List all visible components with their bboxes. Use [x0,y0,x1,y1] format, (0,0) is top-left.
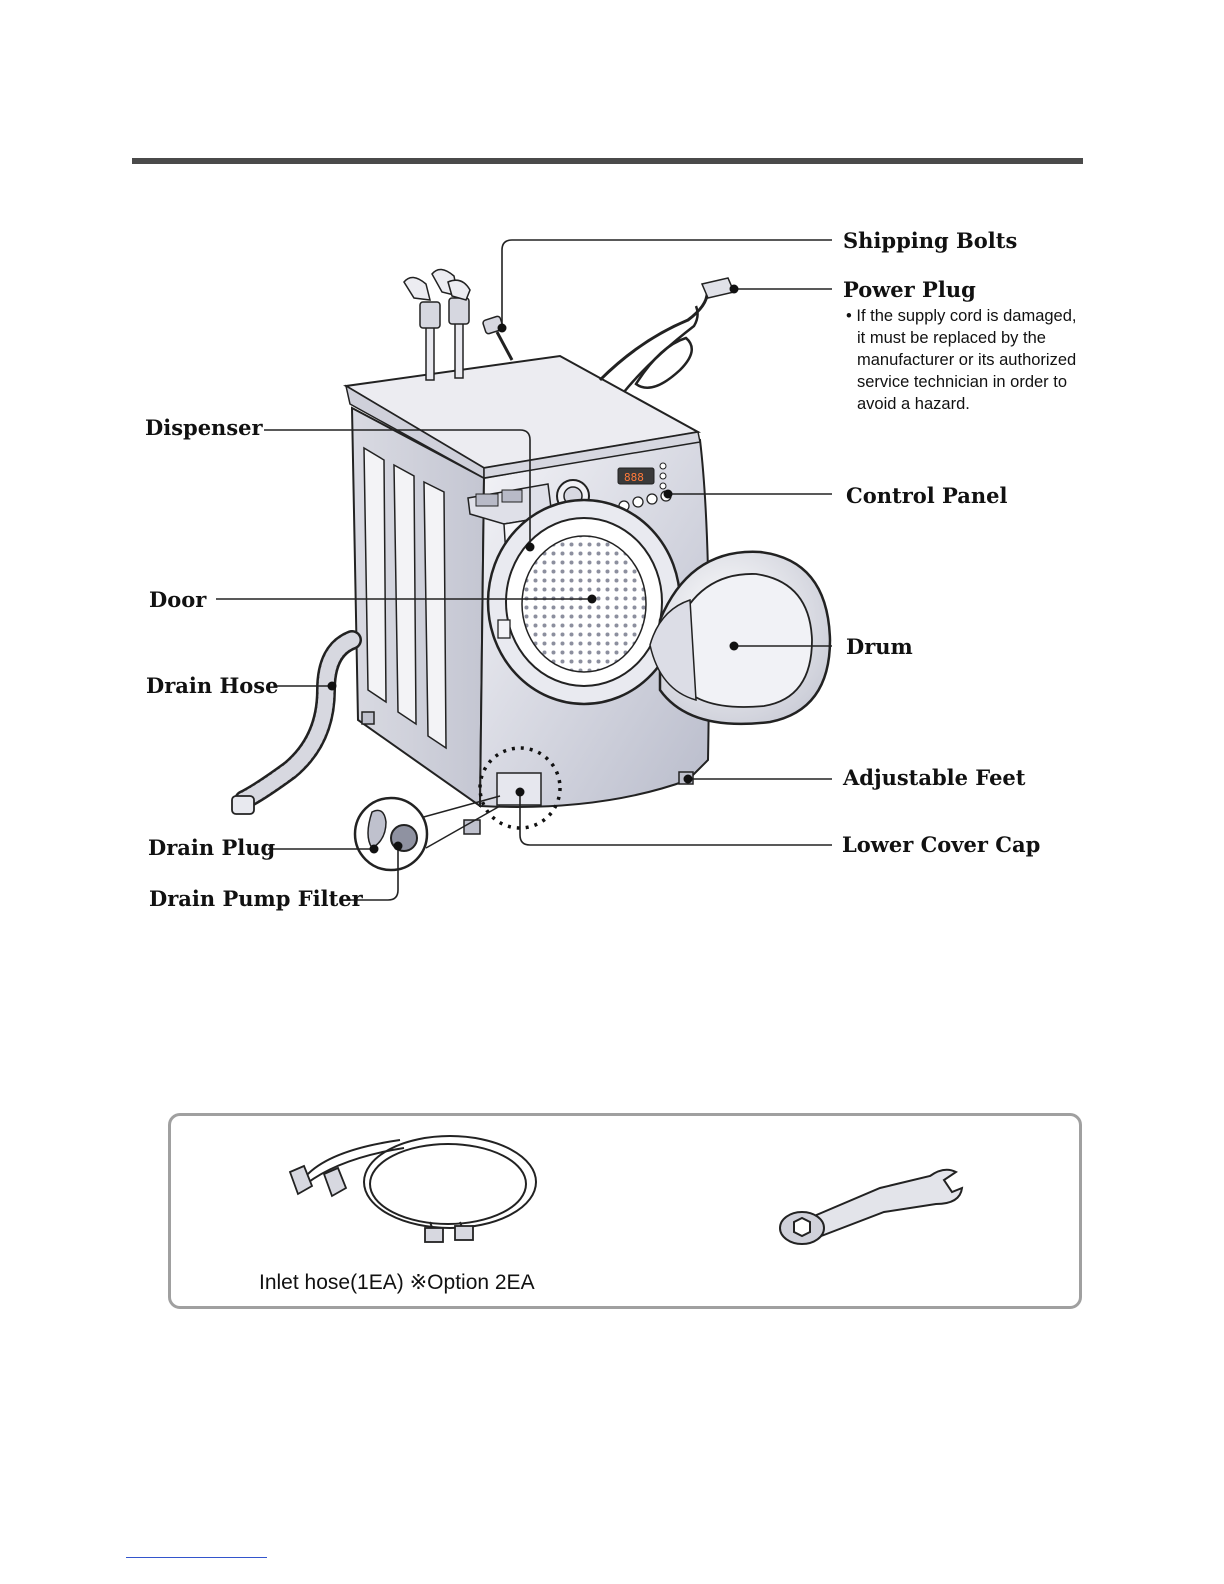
power-plug-note: • If the supply cord is damaged, it must… [846,305,1086,415]
open-door [649,550,832,726]
header-rule [132,158,1083,164]
label-drum: Drum [846,634,913,659]
label-door: Door [149,587,207,612]
inlet-hose-label: Inlet hose(1EA) ※Option 2EA [259,1271,535,1294]
water-taps-graphic [403,268,471,381]
label-lower-cover-cap: Lower Cover Cap [842,832,1041,857]
label-shipping-bolts: Shipping Bolts [843,228,1018,253]
label-drain-pump-filter: Drain Pump Filter [149,886,363,911]
accessories-box [168,1113,1082,1309]
leader-lines [216,239,832,901]
footer-link-underline [126,1557,267,1558]
note-line: • If the supply cord is damaged, [846,307,1077,325]
label-drain-plug: Drain Plug [148,835,276,860]
label-adjustable-feet: Adjustable Feet [843,765,1026,790]
note-line: avoid a hazard. [857,395,970,413]
label-power-plug: Power Plug [843,277,976,302]
note-line: it must be replaced by the [857,329,1046,347]
display-digits: 888 [624,471,644,484]
spanner-icon [779,1168,964,1245]
leader-dots [327,284,739,854]
note-line: service technician in order to [857,373,1068,391]
label-control-panel: Control Panel [846,483,1008,508]
door-opening [486,498,682,706]
drain-hose-graphic [231,630,362,815]
washer-top [343,354,701,480]
inlet-hose-icon [288,1135,537,1243]
label-drain-hose: Drain Hose [146,673,279,698]
note-line: manufacturer or its authorized [857,351,1077,369]
washer-side-panel [350,406,486,808]
label-dispenser: Dispenser [145,415,263,440]
